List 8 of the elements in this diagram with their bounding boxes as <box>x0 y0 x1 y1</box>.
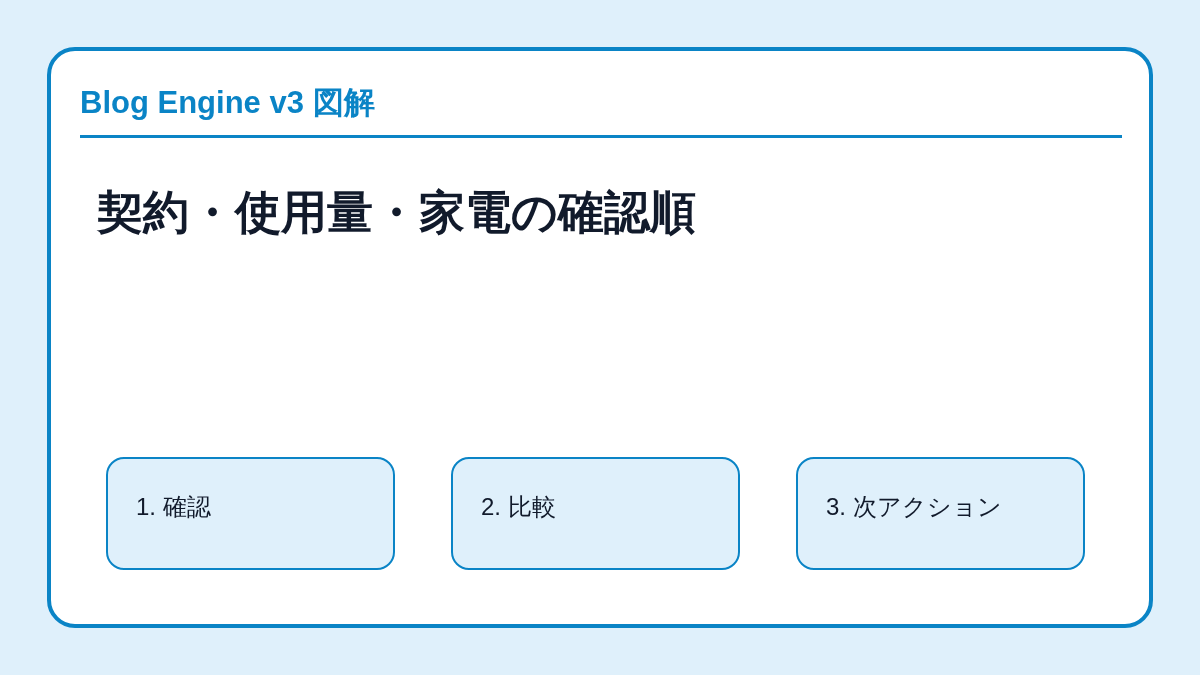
step-box <box>106 457 395 570</box>
step-box <box>796 457 1085 570</box>
title-text: 契約・使用量・家電の確認順 <box>97 185 696 240</box>
step-label: 1. 確認 <box>136 493 211 522</box>
step-box <box>451 457 740 570</box>
step-label: 3. 次アクション <box>826 493 1002 522</box>
header-text: Blog Engine v3 図解 <box>80 84 375 122</box>
step-label: 2. 比較 <box>481 493 556 522</box>
